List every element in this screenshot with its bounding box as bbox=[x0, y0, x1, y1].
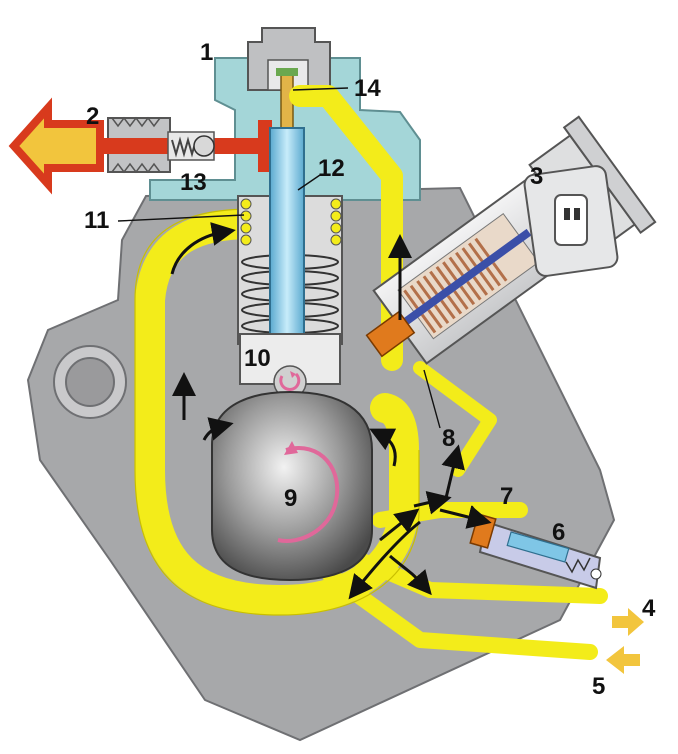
callout-2: 2 bbox=[86, 103, 99, 130]
callout-10: 10 bbox=[244, 345, 271, 372]
callout-13: 13 bbox=[180, 169, 207, 196]
return-arrow bbox=[612, 608, 644, 636]
eccentric-cam bbox=[211, 390, 373, 582]
callout-5: 5 bbox=[592, 673, 605, 700]
seal-ring bbox=[240, 198, 342, 246]
callout-12: 12 bbox=[318, 155, 345, 182]
callout-6: 6 bbox=[552, 519, 565, 546]
solenoid-connector bbox=[523, 165, 619, 277]
callout-4: 4 bbox=[642, 595, 656, 622]
pressure-valve-spring bbox=[171, 136, 197, 158]
flow-arrows bbox=[170, 222, 492, 600]
pressure-valve-ball bbox=[193, 135, 215, 157]
callout-1: 1 bbox=[200, 39, 213, 66]
leader-lines bbox=[117, 87, 483, 521]
callout-11: 11 bbox=[84, 207, 109, 234]
inlet-arrow bbox=[606, 646, 640, 674]
callout-9: 9 bbox=[284, 485, 297, 512]
plunger bbox=[269, 127, 305, 335]
outlet-arrow bbox=[8, 97, 104, 195]
callout-14: 14 bbox=[354, 75, 381, 102]
callout-7: 7 bbox=[500, 483, 513, 510]
callout-8: 8 bbox=[442, 425, 455, 452]
callout-3: 3 bbox=[530, 163, 543, 190]
cam-rotation-arrow bbox=[277, 446, 340, 543]
